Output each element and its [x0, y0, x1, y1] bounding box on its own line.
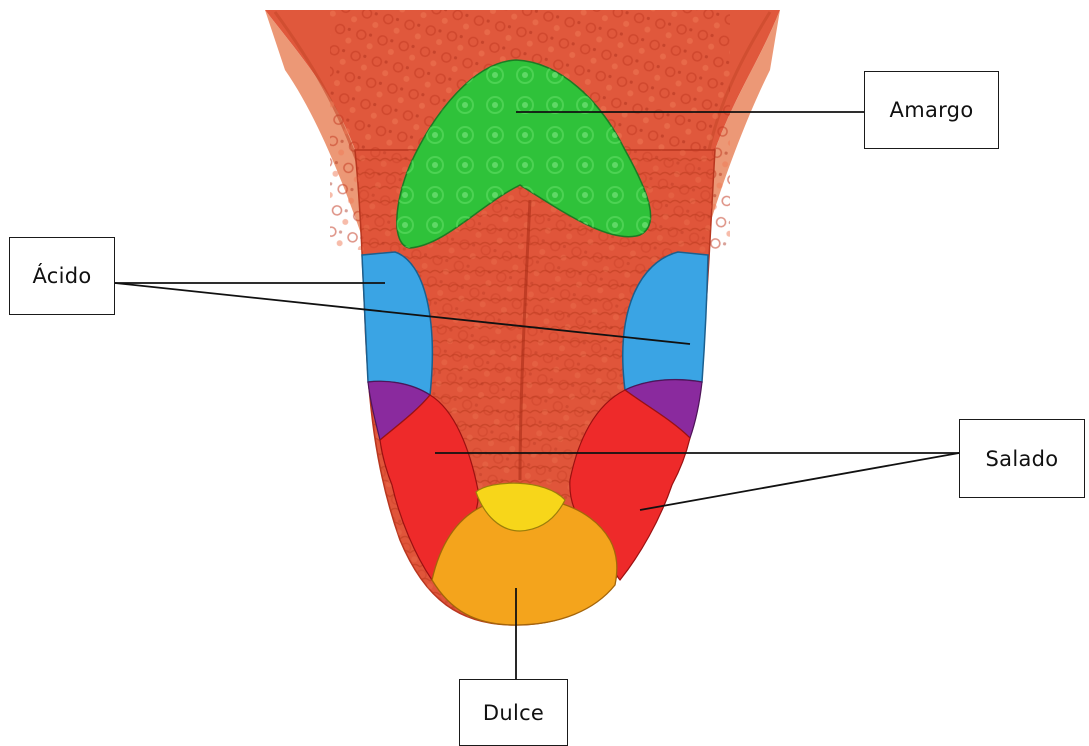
label-amargo: Amargo	[864, 71, 999, 149]
label-salado-text: Salado	[986, 447, 1059, 471]
leader-line-salado-right	[640, 453, 959, 510]
label-acido-text: Ácido	[32, 264, 91, 288]
label-salado: Salado	[959, 419, 1085, 498]
label-dulce: Dulce	[459, 679, 568, 746]
label-amargo-text: Amargo	[890, 98, 974, 122]
label-acido: Ácido	[9, 237, 115, 315]
label-dulce-text: Dulce	[483, 701, 544, 725]
